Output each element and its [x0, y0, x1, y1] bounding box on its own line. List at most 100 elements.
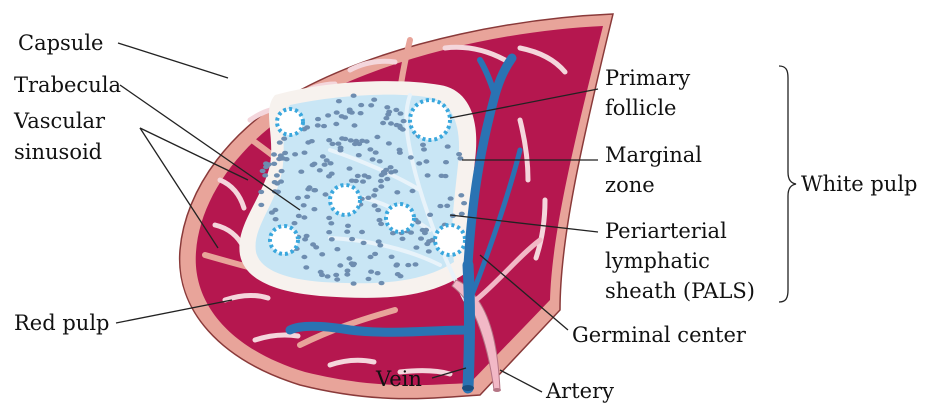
lymphocyte-dot	[364, 139, 370, 143]
lymphocyte-dot	[258, 190, 264, 194]
lymphocyte-dot	[274, 173, 280, 177]
lymphocyte-dot	[368, 270, 374, 274]
label-vein: Vein	[375, 367, 422, 391]
lymphocyte-dot	[413, 262, 419, 266]
lymphocyte-dot	[269, 210, 275, 214]
lymphocyte-dot	[351, 94, 357, 98]
lymphocyte-dot	[325, 274, 331, 278]
lymphocyte-dot	[298, 170, 304, 174]
lymphocyte-dot	[323, 192, 329, 196]
lymphocyte-dot	[277, 140, 283, 144]
label-primary-1: Primary	[605, 66, 690, 90]
lymphocyte-dot	[400, 237, 406, 241]
lymphocyte-dot	[405, 263, 411, 267]
lymphocyte-dot	[358, 111, 364, 115]
lymphocyte-dot	[443, 160, 449, 164]
lymphocyte-dot	[347, 110, 353, 114]
lymphocyte-dot	[456, 152, 462, 156]
lymphocyte-dot	[458, 193, 464, 197]
lymphocyte-dot	[329, 172, 335, 176]
lymphocyte-dot	[356, 153, 362, 157]
lymphocyte-dot	[335, 142, 341, 146]
lymphocyte-dot	[386, 141, 392, 145]
lymphocyte-dot	[348, 138, 354, 142]
lymphocyte-dot	[346, 256, 352, 260]
lymphocyte-dot	[271, 152, 277, 156]
lymphocyte-dot	[352, 142, 358, 146]
lymphocyte-dot	[444, 204, 450, 208]
lymphocyte-dot	[437, 204, 443, 208]
lymphocyte-dot	[418, 236, 424, 240]
germinal-center	[435, 225, 465, 255]
lymphocyte-dot	[376, 239, 382, 243]
lymphocyte-dot	[371, 193, 377, 197]
lymphocyte-dot	[305, 140, 311, 144]
lymphocyte-dot	[304, 195, 310, 199]
lymphocyte-dot	[355, 174, 361, 178]
follicle	[386, 204, 414, 232]
lymphocyte-dot	[263, 161, 269, 165]
lymphocyte-dot	[258, 203, 264, 207]
lymphocyte-dot	[271, 162, 277, 166]
lymphocyte-dot	[328, 221, 334, 225]
lymphocyte-dot	[336, 99, 342, 103]
lymphocyte-dot	[362, 173, 368, 177]
lymphocyte-dot	[344, 272, 350, 276]
lymphocyte-dot	[301, 215, 307, 219]
label-vascular-2: sinusoid	[14, 140, 102, 164]
lymphocyte-dot	[367, 147, 373, 151]
lymphocyte-dot	[372, 203, 378, 207]
label-marginal-2: zone	[605, 173, 655, 197]
lymphocyte-dot	[320, 154, 326, 158]
lymphocyte-dot	[368, 255, 374, 259]
lymphocyte-dot	[295, 196, 301, 200]
lymphocyte-dot	[375, 271, 381, 275]
lymphocyte-dot	[301, 203, 307, 207]
lymphocyte-dot	[342, 115, 348, 119]
lymphocyte-dot	[374, 135, 380, 139]
lymphocyte-dot	[393, 108, 399, 112]
lymphocyte-dot	[398, 274, 404, 278]
label-red-pulp: Red pulp	[14, 311, 109, 335]
lymphocyte-dot	[383, 116, 389, 120]
lymphocyte-dot	[351, 262, 357, 266]
lymphocyte-dot	[413, 245, 419, 249]
lymphocyte-dot	[378, 222, 384, 226]
lymphocyte-dot	[334, 110, 340, 114]
lymphocyte-dot	[304, 234, 310, 238]
lymphocyte-dot	[372, 252, 378, 256]
lymphocyte-dot	[303, 265, 309, 269]
lymphocyte-dot	[398, 111, 404, 115]
lymphocyte-dot	[377, 218, 383, 222]
lymphocyte-dot	[337, 263, 343, 267]
lymphocyte-dot	[384, 177, 390, 181]
lymphocyte-dot	[272, 180, 278, 184]
label-capsule: Capsule	[18, 31, 103, 55]
lymphocyte-dot	[401, 119, 407, 123]
lymphocyte-dot	[305, 187, 311, 191]
lymphocyte-dot	[349, 237, 355, 241]
lymphocyte-dot	[352, 123, 358, 127]
lymphocyte-dot	[281, 137, 287, 141]
lymphocyte-dot	[388, 121, 394, 125]
lymphocyte-dot	[292, 152, 298, 156]
lymphocyte-dot	[329, 237, 335, 241]
lymphocyte-dot	[358, 103, 364, 107]
lymphocyte-dot	[423, 159, 429, 163]
label-vascular-1: Vascular	[13, 109, 106, 133]
lymphocyte-dot	[426, 249, 432, 253]
lymphocyte-dot	[326, 138, 332, 142]
lymphocyte-dot	[311, 188, 317, 192]
lymphocyte-dot	[333, 122, 339, 126]
primary-follicle	[410, 100, 450, 140]
lymphocyte-dot	[334, 247, 340, 251]
lymphocyte-dot	[315, 123, 321, 127]
lymphocyte-dot	[384, 105, 390, 109]
lymphocyte-dot	[378, 179, 384, 183]
lymphocyte-dot	[416, 161, 422, 165]
label-germinal-center: Germinal center	[572, 323, 747, 347]
lymphocyte-dot	[375, 208, 381, 212]
lymphocyte-dot	[351, 281, 357, 285]
lymphocyte-dot	[425, 173, 431, 177]
